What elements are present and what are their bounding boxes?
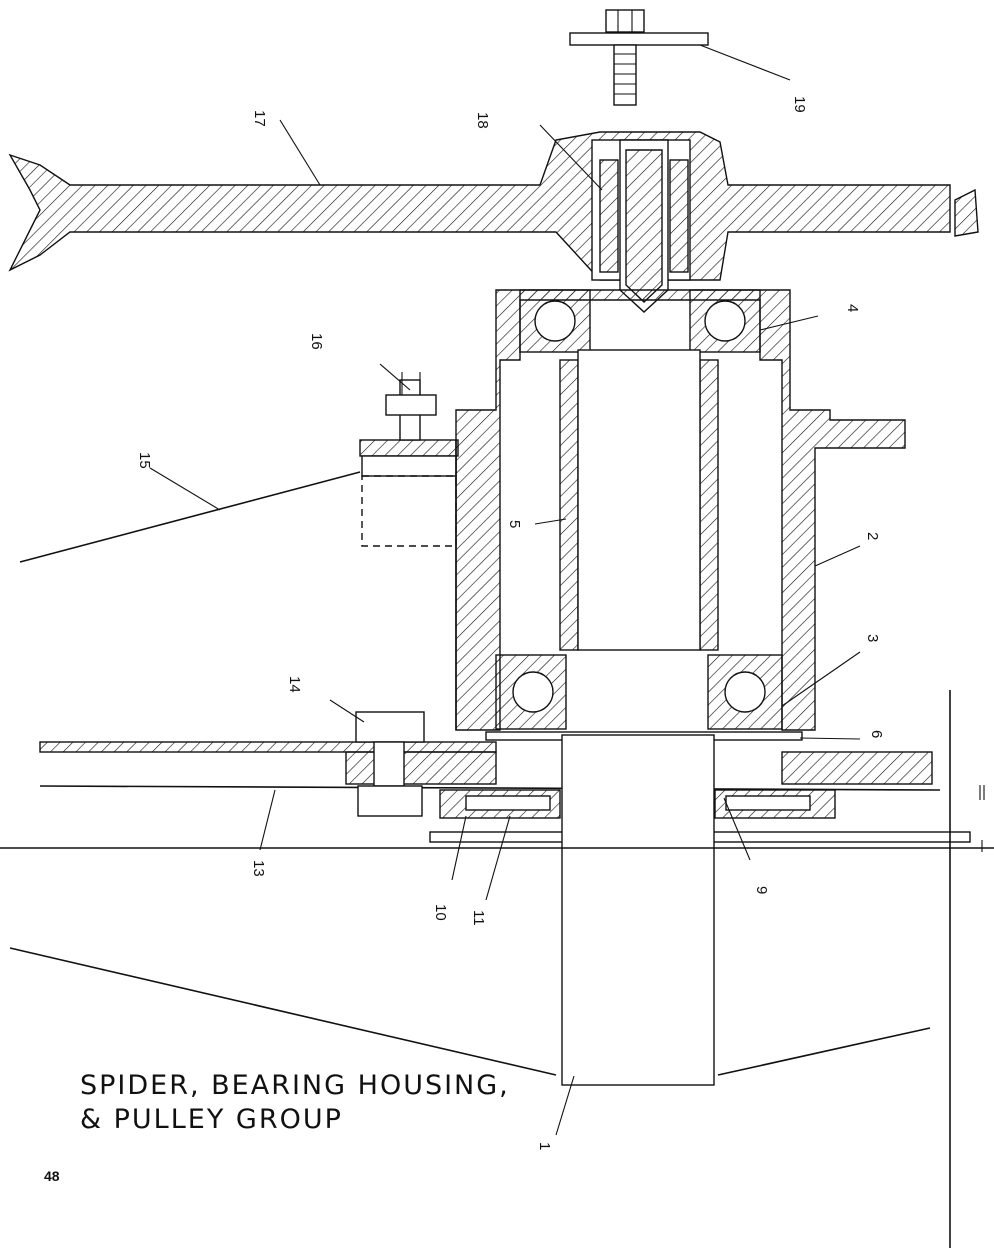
bolt	[569, 9, 709, 106]
callout-6: 6	[868, 730, 885, 738]
diagram-title-line-1: SPIDER, BEARING HOUSING,	[80, 1070, 510, 1101]
callout-2: 2	[864, 532, 881, 540]
leader-lines	[149, 44, 861, 1136]
pulley	[8, 131, 979, 281]
callout-16: 16	[308, 333, 325, 350]
spider-plate	[39, 711, 941, 817]
spacer-tube	[559, 349, 719, 651]
callout-5: 5	[506, 520, 523, 528]
diagram-title-line-2: & PULLEY GROUP	[80, 1104, 343, 1135]
idler-bracket	[19, 372, 459, 730]
callout-18: 18	[474, 112, 491, 129]
callout-1: 1	[536, 1142, 553, 1150]
outline-lines	[0, 690, 994, 1248]
callout-11: 11	[470, 910, 487, 926]
callout-9: 9	[753, 886, 770, 894]
lower-bearing	[495, 654, 783, 730]
callout-15: 15	[136, 452, 153, 469]
hub-insert	[591, 139, 691, 313]
callout-19: 19	[791, 96, 808, 113]
bearing-housing	[455, 289, 906, 731]
callout-4: 4	[844, 304, 861, 312]
callout-17: 17	[251, 110, 268, 127]
callout-10: 10	[432, 904, 449, 921]
spider-shaft	[561, 734, 715, 1086]
callout-3: 3	[864, 634, 881, 642]
page-number: 48	[44, 1168, 60, 1184]
callouts: 19 18 17 4 16 15 5 2 3 14 6 13 10 11 9 1	[136, 96, 885, 1150]
upper-bearing	[519, 289, 761, 353]
callout-14: 14	[286, 676, 303, 693]
callout-13: 13	[250, 860, 267, 877]
